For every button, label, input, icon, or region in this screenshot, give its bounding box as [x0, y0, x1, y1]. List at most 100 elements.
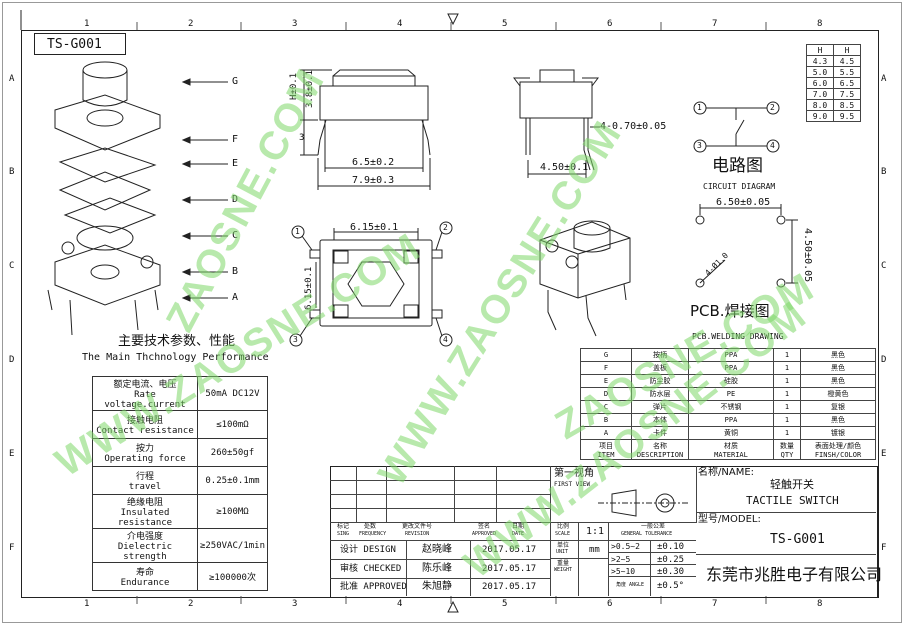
- part-label-a: A: [232, 292, 239, 303]
- product-name-en: TACTILE SWITCH: [746, 494, 839, 507]
- bom-finish: 黑色: [800, 374, 876, 388]
- perf-param-cn: 介电强度: [126, 532, 163, 542]
- circuit-title-en: CIRCUIT DIAGRAM: [703, 182, 776, 191]
- model-label-box: TS-G001: [34, 33, 126, 55]
- h-table-cell: 6.5: [833, 77, 861, 89]
- sign-name-design: 赵晓峰: [422, 544, 452, 555]
- tolerance-title-en: GENERAL TOLERANCE: [621, 531, 673, 537]
- col-number: 6: [607, 19, 613, 29]
- circuit-title-cn: 电路图: [712, 156, 763, 176]
- first-view-symbol: [598, 489, 690, 517]
- sign-date-checked: 2017.05.17: [482, 564, 537, 574]
- row-letter: E: [881, 449, 887, 459]
- col-number: 8: [817, 599, 823, 609]
- sign-date-design: 2017.05.17: [482, 545, 537, 555]
- rev-header-sign-cn: 标记: [337, 523, 350, 530]
- bom-header-cn: 表面处理/颜色: [814, 441, 862, 450]
- perf-value: ≥250VAC/1min: [196, 528, 269, 563]
- perf-value: 0.25±0.1mm: [196, 466, 269, 495]
- col-number: 3: [292, 19, 298, 29]
- tolerance-range: >5~10: [611, 567, 636, 576]
- bom-item: G: [580, 348, 632, 362]
- top-pin-3: 3: [293, 335, 298, 344]
- h-table-header: H: [833, 44, 861, 56]
- col-number: 1: [84, 599, 90, 609]
- col-number: 2: [188, 19, 194, 29]
- part-label-d: D: [232, 194, 239, 205]
- exploded-view: [47, 61, 161, 336]
- perf-value: 50mA DC12V: [196, 376, 269, 411]
- col-number: 8: [817, 19, 823, 29]
- dim-3: 3: [299, 133, 305, 143]
- weight-label-en: WEIGHT: [554, 567, 573, 573]
- exploded-leaders: [181, 78, 228, 302]
- h-table-cell: 9.5: [833, 110, 861, 122]
- tolerance-range: >0.5~2: [611, 542, 640, 551]
- rev-header-date-cn: 日期: [512, 523, 525, 530]
- perf-param-cn: 绝缘电阻: [126, 498, 163, 508]
- row-letter: C: [9, 261, 15, 271]
- bom-header-en: MATERIAL: [714, 450, 748, 459]
- unit-label-en: UNIT: [556, 549, 569, 555]
- bom-qty: 1: [773, 374, 801, 388]
- first-view-title-en: FIRST VIEW: [554, 481, 591, 488]
- perf-param-cn: 额定电流、电压: [113, 380, 177, 390]
- rev-header-rev-en: REVISION: [405, 531, 430, 537]
- perf-param-en: travel: [128, 482, 162, 492]
- bom-header-cn: 材质: [724, 441, 738, 450]
- h-table-cell: 8.0: [806, 99, 834, 111]
- perf-value: ≥100MΩ: [196, 494, 269, 529]
- perf-param-cn: 按力: [135, 444, 154, 454]
- circuit-diagram: [693, 101, 780, 153]
- sign-role-design: 设计 DESIGN: [340, 545, 396, 555]
- part-label-g: G: [232, 76, 239, 87]
- scale-value: 1:1: [586, 526, 605, 537]
- h-table-cell: 4.5: [833, 55, 861, 67]
- row-letter: F: [881, 543, 887, 553]
- col-number: 1: [84, 19, 90, 29]
- col-number: 7: [712, 19, 718, 29]
- model-label: TS-G001: [47, 37, 102, 52]
- col-number: 3: [292, 599, 298, 609]
- front-view: [513, 69, 600, 178]
- sign-name-approved: 朱旭静: [422, 581, 452, 592]
- h-table-header: H: [806, 44, 834, 56]
- bom-header-cn: 数量: [780, 441, 794, 450]
- perf-param-en: Insulated resistance: [117, 508, 173, 528]
- perf-value: 260±50gf: [196, 438, 269, 467]
- company-name: 东莞市兆胜电子有限公司: [706, 565, 883, 584]
- first-view-title-cn: 第一视角: [554, 468, 594, 479]
- isometric-view: [539, 220, 631, 337]
- dim-7-9: 7.9±0.3: [352, 175, 395, 186]
- bom-qty: 1: [773, 387, 801, 401]
- tolerance-value: ±0.5°: [657, 581, 685, 591]
- tolerance-value: ±0.30: [657, 567, 685, 577]
- bom-qty: 1: [773, 426, 801, 440]
- bom-qty: 1: [773, 361, 801, 375]
- perf-value: ≥100000次: [196, 562, 269, 591]
- performance-title-cn: 主要技术参数、性能: [118, 334, 236, 349]
- part-label-b: B: [232, 266, 239, 277]
- bom-header-en: FINSH/COLOR: [814, 450, 862, 459]
- row-letter: A: [881, 74, 887, 84]
- sign-rows-grid: [330, 540, 550, 596]
- circuit-node-4: 4: [770, 141, 775, 150]
- bom-finish: 镀银: [800, 426, 876, 440]
- h-table-cell: 5.5: [833, 66, 861, 78]
- h-table-cell: 9.0: [806, 110, 834, 122]
- perf-param-cn: 行程: [135, 472, 154, 482]
- rev-header-sign-en: SING: [337, 531, 350, 537]
- bom-finish: 复银: [800, 400, 876, 414]
- part-label-f: F: [232, 134, 239, 145]
- sign-date-approved: 2017.05.17: [482, 582, 537, 592]
- part-label-e: E: [232, 158, 239, 169]
